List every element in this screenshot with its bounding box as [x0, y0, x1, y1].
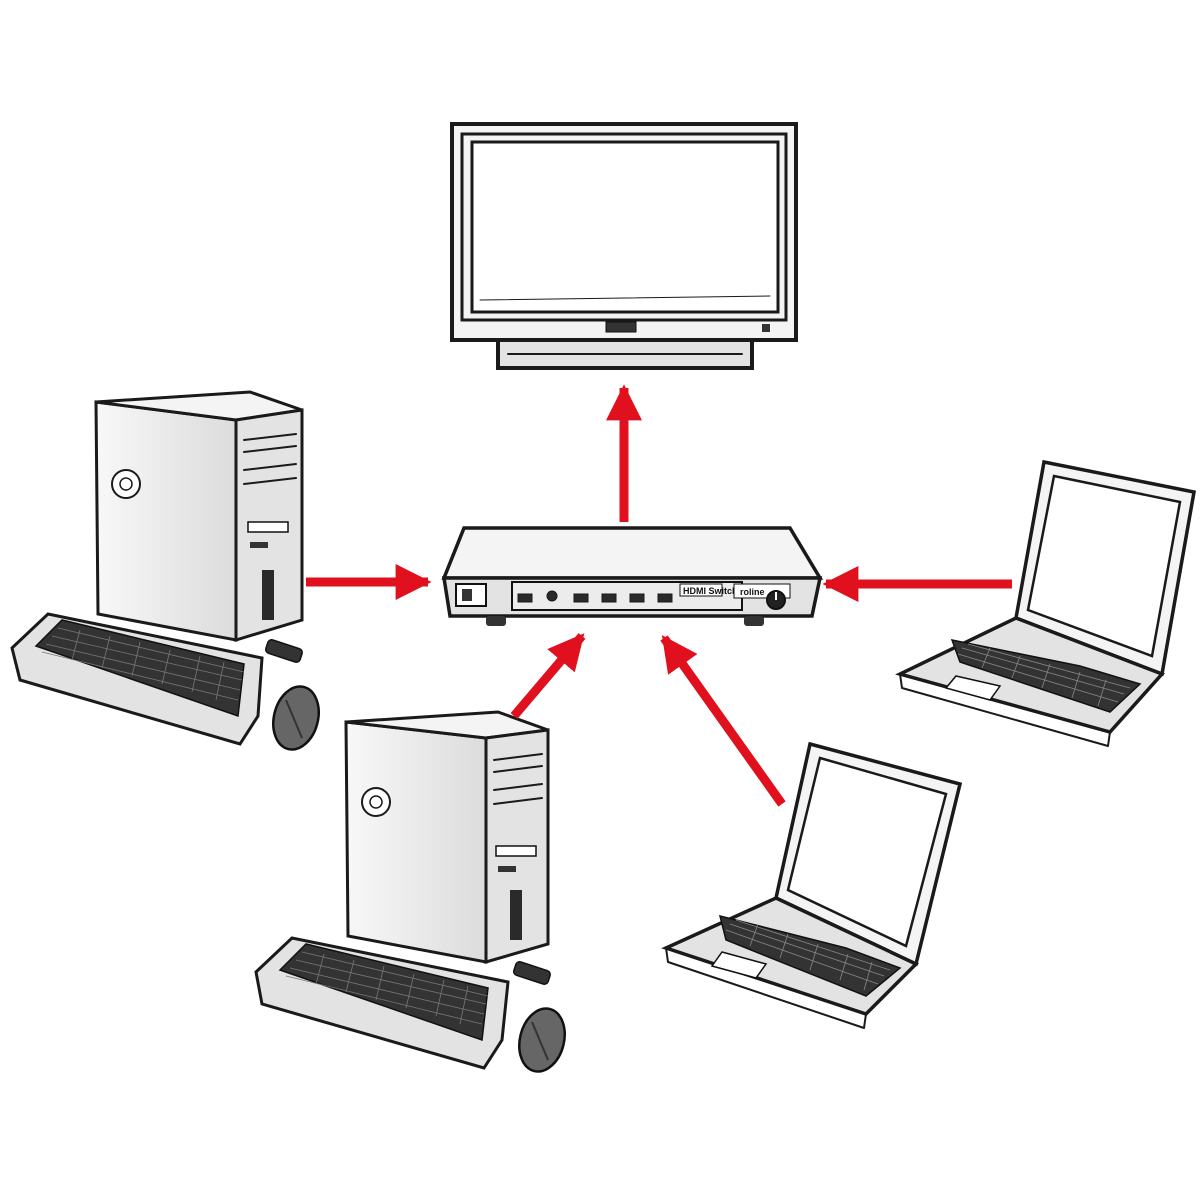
hdmi-switch-icon: HDMI Switch roline: [441, 526, 824, 626]
arrow-pc-bottom-to-switch: [510, 633, 586, 719]
desktop-tower-icon: [254, 710, 566, 1073]
desktop-tower-icon: [10, 390, 320, 751]
switch-label: HDMI Switch: [683, 586, 738, 596]
arrow-laptop-bottom-to-switch: [660, 635, 786, 807]
flat-monitor-icon: [450, 122, 798, 370]
laptop-icon: [895, 459, 1197, 747]
switch-brand: roline: [740, 587, 765, 597]
connection-arrows: [306, 384, 1012, 807]
laptop-icon: [661, 741, 963, 1029]
